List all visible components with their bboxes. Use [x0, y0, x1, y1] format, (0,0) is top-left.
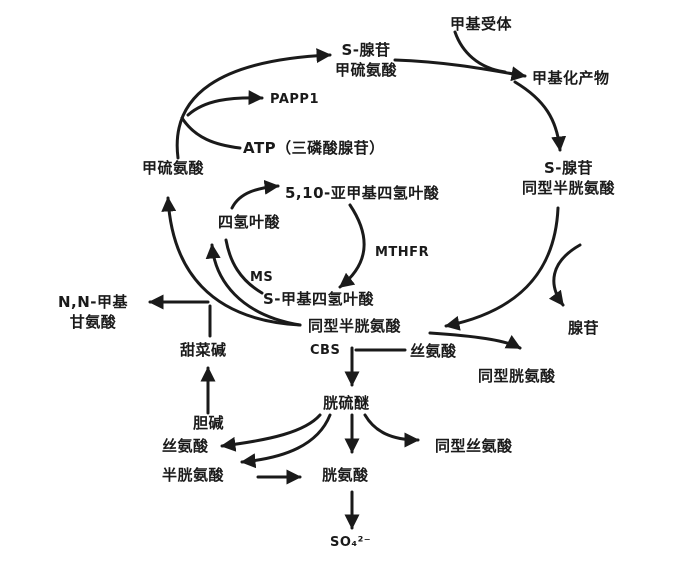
node-cysteine-left: 半胱氨酸 — [162, 466, 225, 484]
arrow-to-homocysteic-acid — [428, 331, 522, 350]
node-cbs: CBS — [310, 343, 341, 358]
node-dmg-line1: N,N-甲基 — [58, 293, 129, 311]
arrow-to-serine — [220, 413, 322, 452]
arrow-methyl-acceptor-input — [453, 30, 507, 74]
node-adenosine: 腺苷 — [568, 319, 600, 337]
arrow-homocysteine-to-methionine-inner — [205, 243, 302, 327]
node-sulfate: SO₄²⁻ — [330, 535, 372, 550]
node-ms: MS — [250, 270, 274, 285]
arrow-to-adenosine — [548, 243, 582, 307]
node-methylated-product: 甲基化产物 — [532, 69, 610, 87]
node-atp: ATP（三磷酸腺苷） — [243, 139, 385, 157]
node-serine-bottom: 丝氨酸 — [162, 437, 209, 455]
node-sam-line1: S-腺苷 — [341, 41, 391, 59]
arrow-thf-to-methylene — [230, 179, 280, 210]
node-sam-line2: 甲硫氨酸 — [335, 61, 398, 79]
node-cystine: 胱氨酸 — [322, 466, 369, 484]
node-cystathionine: 胱硫醚 — [323, 394, 370, 412]
arrow-homocysteine-to-methionine-outer — [161, 196, 302, 327]
arrow-to-papp — [186, 90, 264, 117]
arrow-to-homoserine — [363, 413, 420, 448]
node-homocysteine: 同型半胱氨酸 — [308, 317, 402, 335]
arrow-ms — [224, 238, 264, 295]
node-sah-line1: S-腺苷 — [543, 159, 594, 177]
node-dmg-line2: 甘氨酸 — [69, 313, 117, 331]
node-sah: S-腺苷 同型半胱氨酸 — [522, 158, 615, 198]
node-serine-top: 丝氨酸 — [410, 342, 457, 360]
node-choline: 胆碱 — [193, 414, 225, 432]
node-methionine: 甲硫氨酸 — [142, 159, 205, 177]
node-homocysteic-acid: 同型胱氨酸 — [478, 367, 556, 385]
node-betaine: 甜菜碱 — [180, 341, 227, 359]
node-homoserine: 同型丝氨酸 — [435, 437, 513, 455]
node-sah-line2: 同型半胱氨酸 — [522, 179, 616, 197]
arrow-to-sah — [513, 80, 567, 152]
node-dmg: N,N-甲基 甘氨酸 — [58, 292, 128, 332]
arrow-atp-input — [180, 116, 242, 150]
node-methyl-acceptor: 甲基受体 — [450, 15, 513, 33]
node-papp: PAPP1 — [270, 92, 319, 107]
arrow-mthfr — [338, 203, 366, 289]
arrow-methionine-to-sam — [175, 48, 332, 160]
arrow-sah-to-homocysteine — [444, 206, 560, 331]
node-thf: 四氢叶酸 — [218, 213, 281, 231]
node-methyl-thf: S-甲基四氢叶酸 — [263, 290, 375, 308]
node-sam: S-腺苷 甲硫氨酸 — [335, 40, 397, 80]
node-methylene-thf: 5,10-亚甲基四氢叶酸 — [285, 184, 440, 202]
arrow-to-cysteine-left — [240, 413, 332, 469]
arrow-sam-to-methylated — [393, 58, 527, 82]
node-mthfr: MTHFR — [375, 245, 430, 260]
